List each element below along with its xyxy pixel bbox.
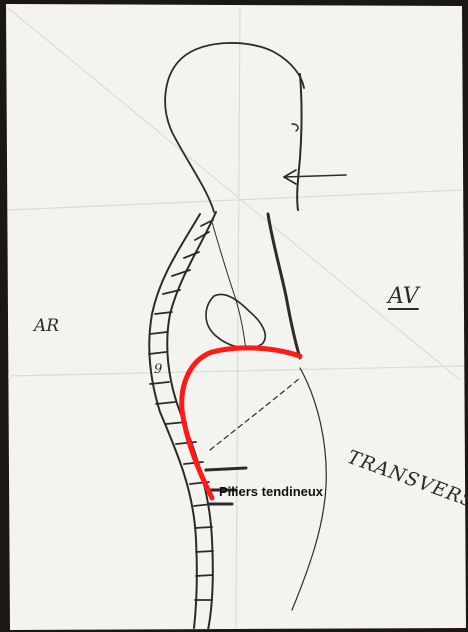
label-piliers-tendineux: Piliers tendineux [219, 484, 323, 499]
label-ar: AR [34, 316, 59, 336]
label-av: AV [388, 284, 419, 309]
label-vertebra-number: 9 [154, 362, 162, 377]
